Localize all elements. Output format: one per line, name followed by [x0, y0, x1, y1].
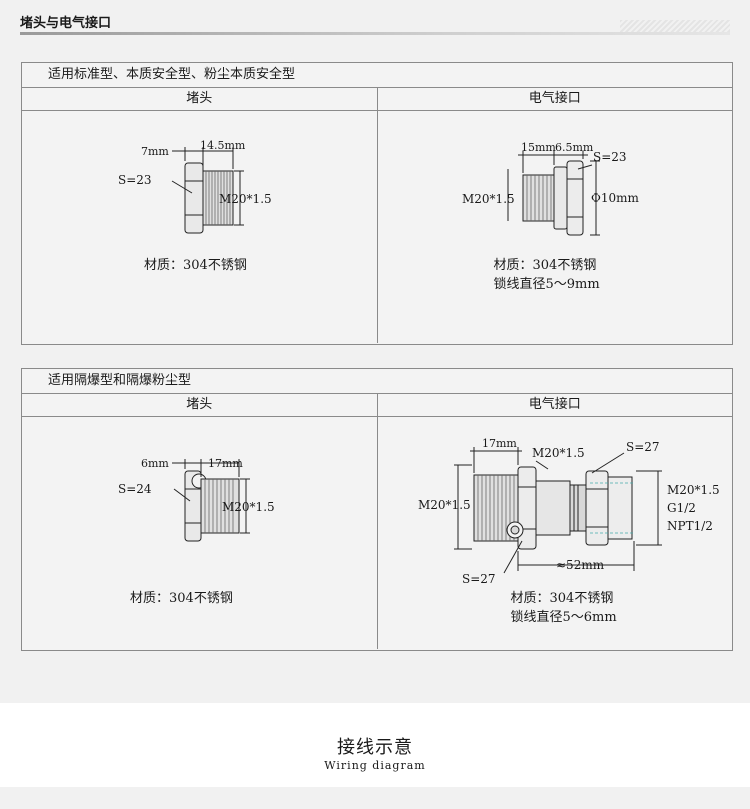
interface-caption-wire: 锁线直径5～6mm	[510, 610, 617, 625]
hex-head-shape	[184, 162, 204, 234]
interface-hex-right	[585, 470, 608, 546]
interface-right-label-2: G1/2	[667, 501, 696, 515]
cell-plug: 7mm 14.5mm S=23 M20*1.5 材质：304不锈钢	[22, 111, 377, 343]
column-header-plug: 堵头	[186, 91, 213, 106]
interface-caption: 材质：304不锈钢 锁线直径5～6mm	[511, 589, 617, 627]
plug-caption: 材质：304不锈钢	[130, 589, 233, 608]
plug-caption-material: 材质：304不锈钢	[130, 591, 233, 606]
banner-subtitle: Wiring diagram	[324, 759, 426, 772]
plug-dim-a: 7mm	[141, 145, 169, 158]
table-explosion-proof: 适用隔爆型和隔爆粉尘型 堵头 电气接口	[21, 368, 733, 651]
plug-hex-label: S=23	[118, 173, 152, 187]
interface-right-label-1: M20*1.5	[667, 483, 720, 497]
plug-drawing: 6mm 17mm S=24 M20*1.5	[118, 457, 275, 542]
interface-drawing: 15mm 6.5mm S=23 M20*1.5 Φ10mm	[462, 141, 639, 236]
interface-hex-left	[517, 466, 536, 550]
cell-interface: 17mm M20*1.5 S=27 M20*1.5 S=27 ≈52mm M20…	[376, 417, 733, 649]
plug-dim-b: 14.5mm	[200, 139, 246, 152]
header-rule	[20, 32, 730, 35]
interface-hex-shape	[566, 160, 583, 236]
interface-drawing: 17mm M20*1.5 S=27 M20*1.5 S=27 ≈52mm M20…	[418, 437, 720, 586]
column-headers: 堵头 电气接口	[22, 394, 732, 417]
plug-thread-label: M20*1.5	[219, 192, 272, 206]
table-title: 适用隔爆型和隔爆粉尘型	[22, 369, 732, 394]
plug-caption: 材质：304不锈钢	[144, 256, 247, 275]
column-headers: 堵头 电气接口	[22, 88, 732, 111]
wiring-diagram-banner: 接线示意 Wiring diagram	[0, 703, 750, 787]
section-title: 堵头与电气接口	[20, 16, 112, 31]
cell-plug: 6mm 17mm S=24 M20*1.5 材质：304不锈钢	[22, 417, 377, 649]
interface-thread-top: M20*1.5	[532, 446, 585, 460]
interface-thread-label: M20*1.5	[462, 192, 515, 206]
header-rule-decoration	[620, 20, 730, 32]
interface-caption-material: 材质：304不锈钢	[493, 258, 597, 273]
table-body: 6mm 17mm S=24 M20*1.5 材质：304不锈钢	[22, 417, 732, 649]
banner-title: 接线示意	[337, 737, 413, 758]
column-header-plug: 堵头	[186, 397, 213, 412]
plug-hex-label: S=24	[118, 482, 152, 496]
table-title: 适用标准型、本质安全型、粉尘本质安全型	[22, 63, 732, 88]
cell-interface: 15mm 6.5mm S=23 M20*1.5 Φ10mm 材质：304不锈钢 …	[376, 111, 733, 343]
interface-right-label-3: NPT1/2	[667, 519, 713, 533]
interface-thread-shape	[522, 174, 554, 222]
plug-dim-b: 17mm	[208, 457, 243, 470]
table-standard: 适用标准型、本质安全型、粉尘本质安全型 堵头 电气接口	[21, 62, 733, 345]
interface-hex-top: S=27	[626, 440, 660, 454]
interface-thread-left: M20*1.5	[418, 498, 471, 512]
plug-dim-a: 6mm	[141, 457, 169, 470]
column-header-interface: 电气接口	[376, 88, 733, 110]
section-header: 堵头与电气接口	[20, 6, 730, 35]
interface-caption-wire: 锁线直径5～9mm	[493, 277, 600, 292]
interface-dim-b: 6.5mm	[555, 141, 594, 154]
interface-dim-a: 15mm	[521, 141, 556, 154]
plug-drawing: 7mm 14.5mm S=23 M20*1.5	[118, 139, 272, 234]
interface-caption: 材质：304不锈钢 锁线直径5～9mm	[494, 256, 600, 294]
plug-thread-label: M20*1.5	[222, 500, 275, 514]
plug-caption-material: 材质：304不锈钢	[144, 258, 247, 273]
interface-hex-bottom: S=27	[462, 572, 496, 586]
interface-dim-a: 17mm	[482, 437, 517, 450]
table-body: 7mm 14.5mm S=23 M20*1.5 材质：304不锈钢	[22, 111, 732, 343]
interface-caption-material: 材质：304不锈钢	[510, 591, 614, 606]
column-header-interface: 电气接口	[376, 394, 733, 416]
interface-length: ≈52mm	[556, 558, 605, 572]
interface-hex-label: S=23	[593, 150, 627, 164]
interface-bore-label: Φ10mm	[591, 191, 639, 205]
